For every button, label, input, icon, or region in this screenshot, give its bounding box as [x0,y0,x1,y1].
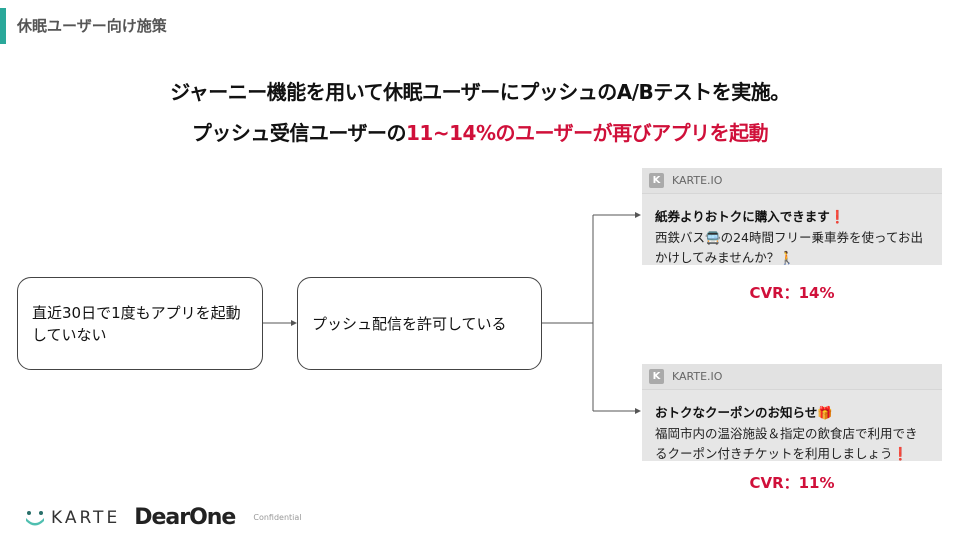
flow-step-inactive: 直近30日で1度もアプリを起動していない [17,277,263,370]
section-accent-bar [0,8,6,44]
flow-step-label: プッシュ配信を許可している [312,314,507,333]
footer: KARTE DearOne Confidential [25,505,302,530]
cvr-variant-a: CVR：14% [749,284,835,302]
headline-highlight: 11~14% [406,121,496,145]
headline-line1: ジャーニー機能を用いて休眠ユーザーにプッシュのA/Bテストを実施。 [170,80,790,104]
headline-line2: プッシュ受信ユーザーの11~14%のユーザーが再びアプリを起動 [0,117,960,146]
flow-step-push-allowed: プッシュ配信を許可している [297,277,542,370]
headline-suffix: のユーザーが再びアプリを起動 [495,121,769,145]
karte-app-icon: K [649,173,664,188]
confidential-label: Confidential [253,513,302,522]
push-notification-a: K KARTE.IO 紙券よりおトクに購入できます❗ 西鉄バス🚍の24時間フリー乗… [642,168,942,265]
app-name: KARTE.IO [672,174,723,187]
karte-app-icon: K [649,369,664,384]
app-name: KARTE.IO [672,370,723,383]
karte-logo: KARTE [25,508,120,528]
notification-title: おトクなクーポンのお知らせ🎁 [655,405,833,420]
notification-body: 西鉄バス🚍の24時間フリー乗車券を使ってお出かけしてみませんか？🚶 [655,230,923,265]
karte-logo-text: KARTE [51,507,121,528]
notification-title: 紙券よりおトクに購入できます❗ [655,209,846,224]
headline-prefix: プッシュ受信ユーザーの [191,121,407,145]
dearone-logo: DearOne [134,505,236,530]
section-title: 休眠ユーザー向け施策 [17,17,167,35]
notification-body: 福岡市内の温浴施設＆指定の飲食店で利用できるクーポン付きチケットを利用しましょう… [655,426,918,461]
karte-logo-icon [26,510,44,525]
cvr-variant-b: CVR：11% [749,474,835,492]
flow-step-label: 直近30日で1度もアプリを起動していない [32,303,241,344]
push-notification-b: K KARTE.IO おトクなクーポンのお知らせ🎁 福岡市内の温浴施設＆指定の飲食… [642,364,942,461]
